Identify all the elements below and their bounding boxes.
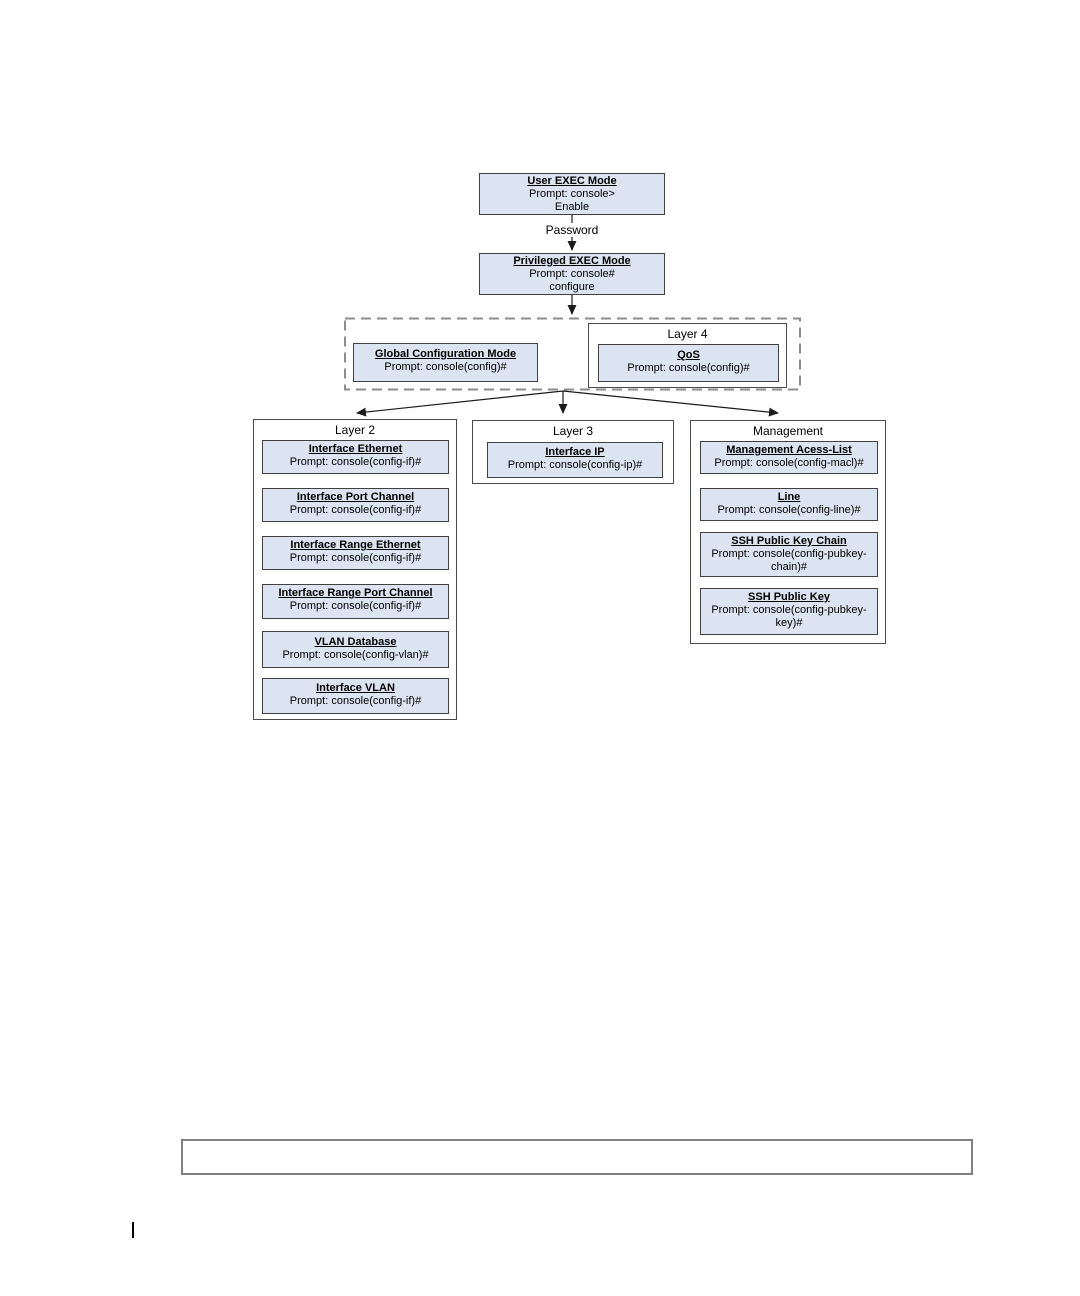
box-title: VLAN Database xyxy=(314,636,397,648)
box-title: Line xyxy=(777,491,801,503)
box-title: Management Acess-List xyxy=(726,444,852,456)
management-group: Management Management Acess-List Prompt:… xyxy=(690,420,886,644)
management-access-list-mode-box: Management Acess-List Prompt: console(co… xyxy=(700,441,878,474)
footer-page-divider-tick xyxy=(132,1222,134,1238)
layer4-group-label: Layer 4 xyxy=(667,327,708,341)
box-title: Interface Port Channel xyxy=(296,491,415,503)
box-prompt: Prompt: console(config-ip)# xyxy=(507,459,643,471)
interface-range-port-channel-mode-box: Interface Range Port Channel Prompt: con… xyxy=(262,584,449,619)
box-prompt: Prompt: console(config-line)# xyxy=(717,504,861,516)
box-prompt: Prompt: console(config-if)# xyxy=(289,695,422,707)
box-prompt: Prompt: console(config)# xyxy=(384,361,507,373)
box-title: SSH Public Key xyxy=(748,591,830,603)
box-prompt: Prompt: console(config-pubkey-key)# xyxy=(711,604,867,629)
box-title: Interface VLAN xyxy=(316,682,395,694)
ssh-public-key-mode-box: SSH Public Key Prompt: console(config-pu… xyxy=(700,588,878,635)
layer2-group: Layer 2 Interface Ethernet Prompt: conso… xyxy=(253,419,457,720)
ssh-public-key-chain-mode-box: SSH Public Key Chain Prompt: console(con… xyxy=(700,532,878,577)
management-group-label: Management xyxy=(752,424,824,438)
box-title: Global Configuration Mode xyxy=(374,348,517,360)
interface-range-ethernet-mode-box: Interface Range Ethernet Prompt: console… xyxy=(262,536,449,570)
box-title: User EXEC Mode xyxy=(527,175,617,187)
interface-ip-mode-box: Interface IP Prompt: console(config-ip)# xyxy=(487,442,663,478)
box-prompt: Prompt: console(config)# xyxy=(627,362,750,374)
layer3-group-label: Layer 3 xyxy=(552,424,594,438)
box-prompt: Prompt: console(config-if)# xyxy=(289,600,422,612)
box-title: Interface IP xyxy=(545,446,605,458)
box-prompt: Prompt: console# xyxy=(529,268,615,280)
privileged-exec-mode-box: Privileged EXEC Mode Prompt: console# co… xyxy=(479,253,665,295)
box-prompt: Prompt: console(config-if)# xyxy=(289,504,422,516)
box-title: Privileged EXEC Mode xyxy=(513,255,631,267)
box-title: QoS xyxy=(677,349,700,361)
dashed-config-container xyxy=(344,317,801,391)
box-prompt: Prompt: console(config-macl)# xyxy=(714,457,864,469)
box-prompt: Prompt: console(config-if)# xyxy=(289,552,422,564)
vlan-database-mode-box: VLAN Database Prompt: console(config-vla… xyxy=(262,631,449,668)
line-mode-box: Line Prompt: console(config-line)# xyxy=(700,488,878,521)
box-prompt: Prompt: console(config-if)# xyxy=(289,456,422,468)
box-prompt: Prompt: console(config-pubkey-chain)# xyxy=(711,548,867,573)
interface-port-channel-mode-box: Interface Port Channel Prompt: console(c… xyxy=(262,488,449,522)
box-title: Interface Ethernet xyxy=(308,443,403,455)
box-command: configure xyxy=(549,281,595,293)
layer4-group: Layer 4 QoS Prompt: console(config)# xyxy=(588,323,787,388)
password-arrow-label: Password xyxy=(538,223,606,237)
box-title: Interface Range Port Channel xyxy=(278,587,433,599)
layer2-group-label: Layer 2 xyxy=(334,423,376,437)
empty-note-box xyxy=(181,1139,973,1175)
global-configuration-mode-box: Global Configuration Mode Prompt: consol… xyxy=(353,343,538,382)
box-title: Interface Range Ethernet xyxy=(290,539,421,551)
box-prompt: Prompt: console> xyxy=(529,188,615,200)
box-title: SSH Public Key Chain xyxy=(731,535,847,547)
box-prompt: Prompt: console(config-vlan)# xyxy=(282,649,429,661)
user-exec-mode-box: User EXEC Mode Prompt: console> Enable xyxy=(479,173,665,215)
interface-vlan-mode-box: Interface VLAN Prompt: console(config-if… xyxy=(262,678,449,714)
layer3-group: Layer 3 Interface IP Prompt: console(con… xyxy=(472,420,674,484)
interface-ethernet-mode-box: Interface Ethernet Prompt: console(confi… xyxy=(262,440,449,474)
box-command: Enable xyxy=(554,201,590,213)
qos-mode-box: QoS Prompt: console(config)# xyxy=(598,344,779,382)
